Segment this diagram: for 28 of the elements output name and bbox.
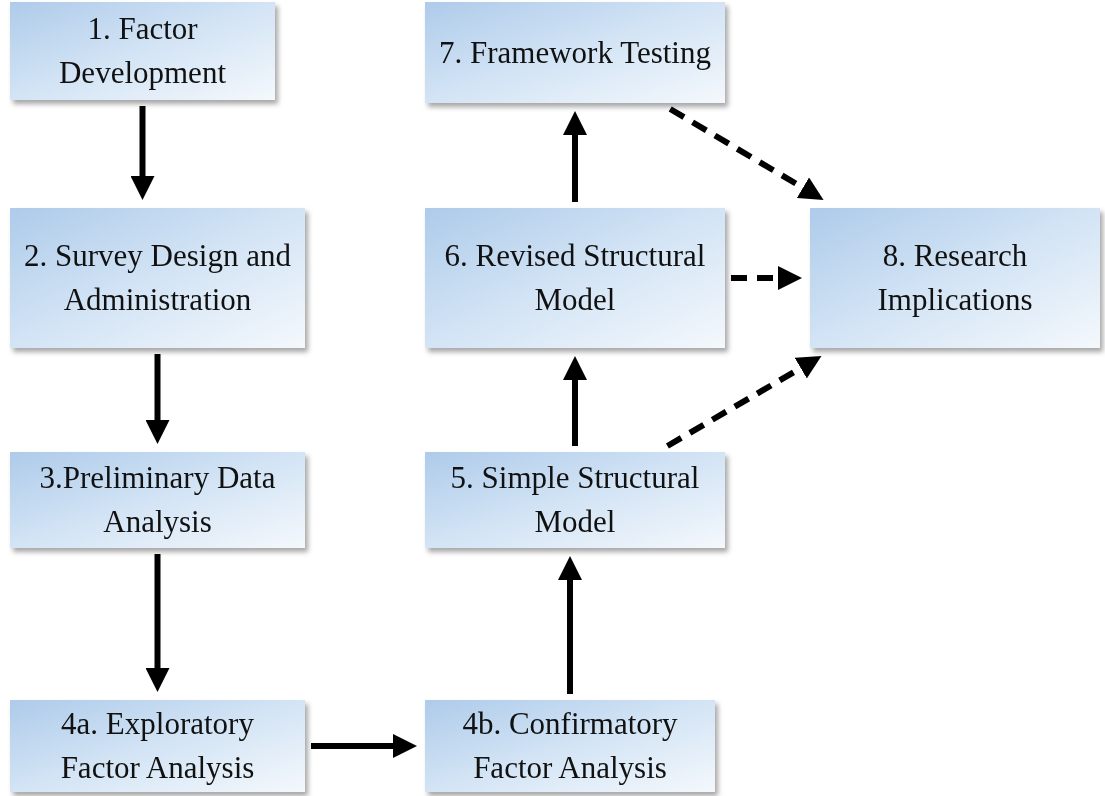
- arrow: [563, 356, 587, 446]
- process-box: [10, 700, 305, 792]
- step-label: 2. Survey Design and Administration: [23, 237, 292, 319]
- step-label: 4a. Exploratory Factor Analysis: [59, 705, 256, 787]
- step-label: 7. Framework Testing: [439, 33, 711, 72]
- process-box: [10, 208, 305, 348]
- step-label: 8. Research Implications: [876, 237, 1034, 319]
- arrow: [563, 111, 587, 202]
- step-label: 1. Factor Development: [58, 10, 227, 92]
- process-box: [425, 2, 725, 103]
- arrow: [665, 356, 822, 449]
- step-label: 3.Preliminary Data Analysis: [38, 459, 277, 541]
- process-box: [425, 700, 715, 792]
- arrow: [668, 106, 824, 200]
- arrow: [145, 354, 170, 444]
- arrow: [558, 556, 582, 694]
- step-label: 4b. Confirmatory Factor Analysis: [461, 705, 679, 787]
- process-box: [10, 2, 275, 100]
- process-box: [10, 452, 305, 548]
- process-box: [810, 208, 1100, 348]
- step-label: 5. Simple Structural Model: [449, 459, 701, 541]
- arrow: [311, 734, 417, 758]
- step-label: 6. Revised Structural Model: [443, 237, 707, 319]
- arrow: [145, 554, 170, 692]
- process-box: [425, 452, 725, 548]
- process-box: [425, 208, 725, 348]
- arrow: [130, 106, 155, 200]
- arrow: [731, 266, 802, 290]
